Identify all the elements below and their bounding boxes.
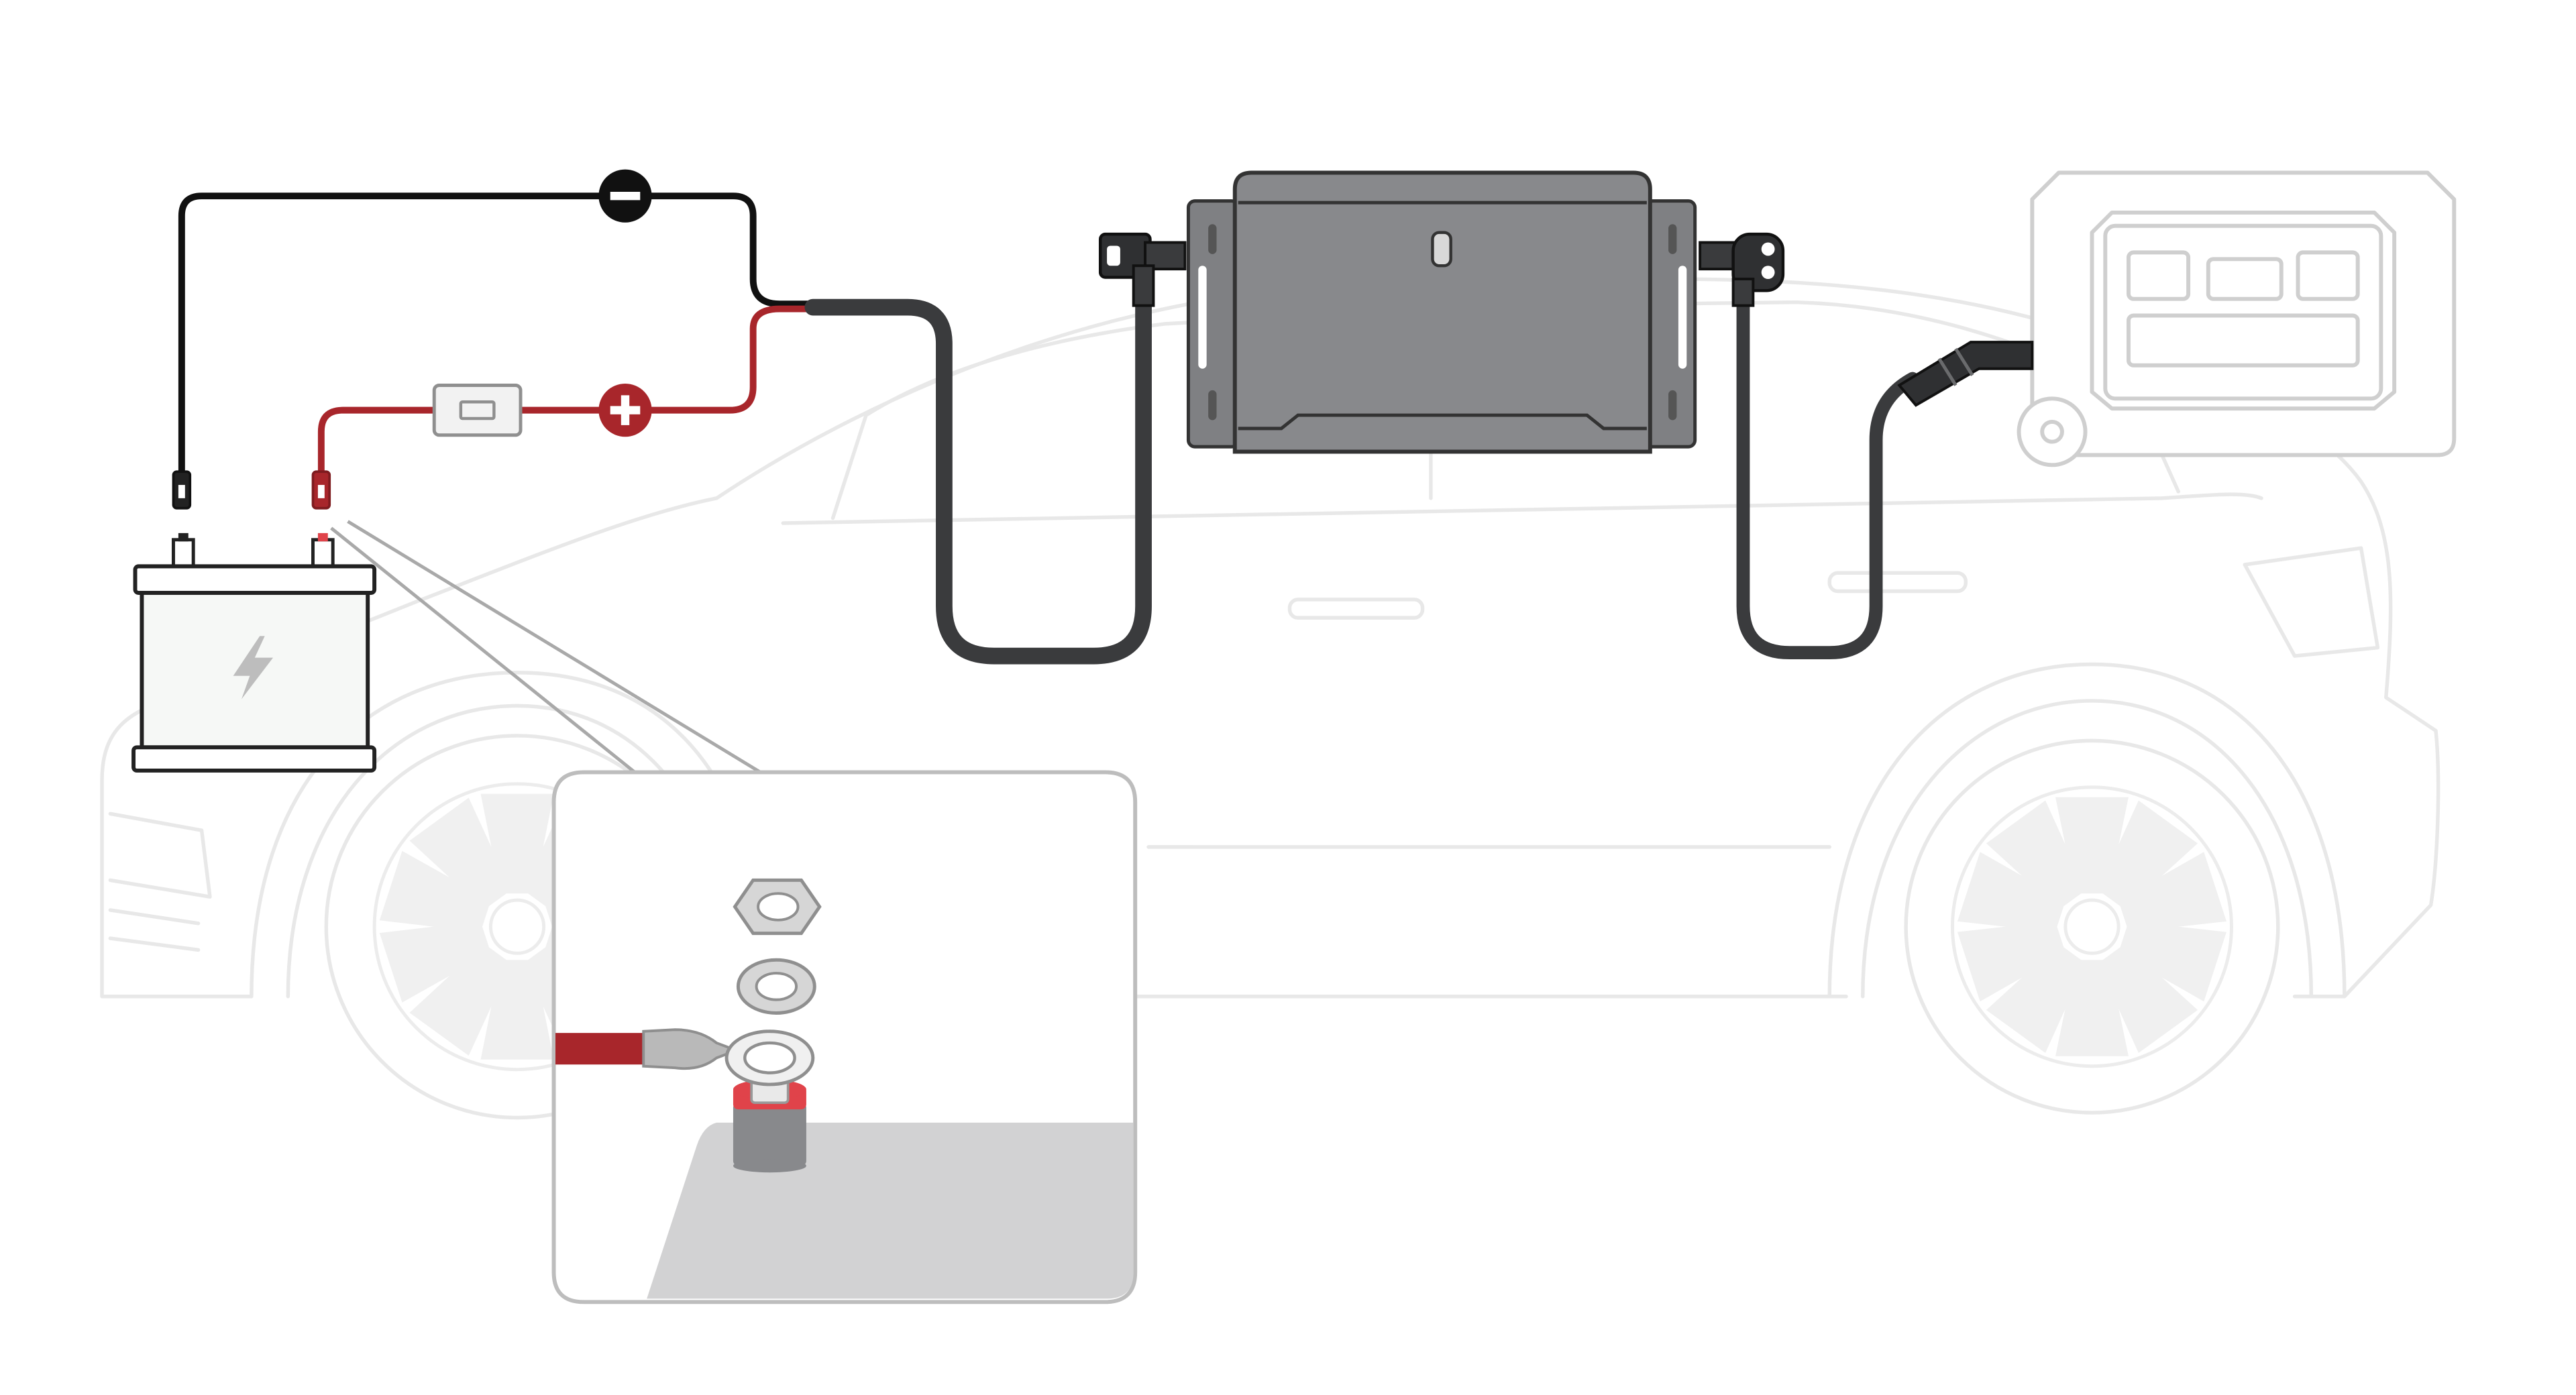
rear-wheel-arch-inner	[1861, 699, 2314, 999]
vehicle-body-outline	[100, 277, 2440, 999]
vehicle-belt-line	[781, 492, 2263, 525]
charger-input-connector	[1098, 232, 1187, 307]
output-cable	[1736, 276, 1919, 660]
vehicle-lower-line	[100, 779, 254, 999]
vehicle-grille	[108, 908, 201, 952]
dc-dc-charger	[1098, 170, 1785, 454]
vehicle-headlight	[108, 812, 212, 899]
power-station-wheel	[2017, 396, 2088, 467]
rear-wheel-arch	[1827, 662, 2347, 999]
inset-ring-terminal	[724, 1029, 815, 1086]
rear-wheel-rim	[1951, 785, 2233, 1068]
rear-wheel-tire	[1904, 738, 2280, 1115]
negative-badge	[598, 169, 652, 223]
power-station-display-1	[2126, 250, 2191, 301]
inline-fuse	[432, 384, 523, 437]
battery-pos-post	[311, 538, 335, 568]
terminal-detail-inset	[551, 770, 1138, 1304]
power-station-input-plug	[1897, 341, 2034, 407]
inset-positive-cable	[555, 1033, 649, 1065]
negative-wire-terminal	[172, 470, 192, 510]
charger-output-connector	[1699, 232, 1785, 307]
negative-wire	[178, 192, 823, 482]
inset-hex-nut	[733, 878, 822, 936]
plus-symbol	[610, 395, 641, 425]
positive-badge	[598, 384, 652, 437]
minus-symbol	[610, 192, 641, 201]
power-station-inner-frame	[2090, 210, 2397, 411]
vehicle-taillight	[2243, 546, 2380, 658]
lightning-bolt-icon	[233, 636, 274, 700]
positive-wire-terminal	[311, 470, 331, 510]
portable-power-station	[2017, 170, 2457, 467]
power-station-panel	[2103, 223, 2383, 401]
vehicle-door-handle-front	[1287, 598, 1425, 620]
positive-wire	[317, 305, 823, 482]
callout-lines	[330, 520, 764, 776]
power-station-port-strip	[2126, 313, 2360, 368]
power-station-display-3	[2296, 250, 2360, 301]
charger-housing	[1232, 170, 1652, 454]
battery-top	[133, 564, 377, 595]
charger-bottom-bevel	[1238, 413, 1647, 431]
power-station-display-2	[2206, 257, 2284, 301]
input-trunk-cable	[804, 274, 1152, 665]
vehicle-door-handle-rear	[1827, 571, 1968, 594]
charger-status-led	[1431, 231, 1452, 268]
battery-base	[131, 745, 377, 773]
car-battery	[131, 533, 377, 773]
battery-neg-post	[171, 538, 195, 568]
inset-battery-surface	[647, 1122, 1134, 1299]
inset-washer	[736, 958, 816, 1015]
